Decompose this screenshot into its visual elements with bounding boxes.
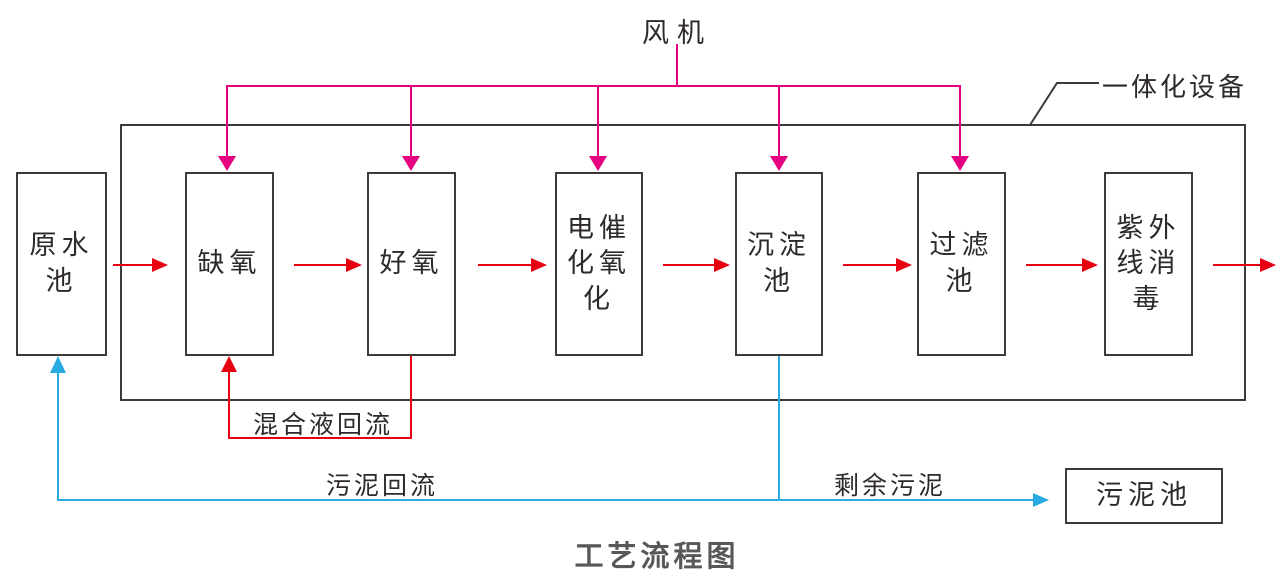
air-arrowhead [402,156,420,171]
excess-sludge-label: 剩余污泥 [833,472,946,500]
sludge-return-label: 污泥回流 [325,472,438,500]
mixed-liquor-return-line [221,356,412,439]
box-label: 好氧 [379,248,444,279]
flow-arrows [113,258,1276,272]
integrated-unit-outline [120,82,1246,401]
air-arrowhead [589,156,607,171]
flow-arrowhead [531,258,547,272]
air-arrowhead [951,156,969,171]
callout-line [1029,82,1099,126]
air-arrowhead [770,156,788,171]
flow-arrowhead [1260,258,1276,272]
fan-label: 风机 [642,18,712,48]
box-label: 污泥池 [1096,480,1192,511]
excess-sludge-arrowhead [1033,493,1049,507]
sludge-lines [50,356,1049,507]
process-box-raw-water-tank: 原水池 [16,172,107,356]
flow-arrowhead [346,258,362,272]
flow-arrowhead [896,258,912,272]
flow-arrowhead [714,258,730,272]
box-label: 缺氧 [197,248,262,279]
air-arrowhead [218,156,236,171]
process-box-sedimentation-tank: 沉淀池 [735,172,823,356]
flow-arrowhead [1082,258,1098,272]
return-arrowhead [221,356,237,372]
process-box-aerobic: 好氧 [367,172,456,356]
process-box-sludge-tank: 污泥池 [1065,468,1223,524]
box-label: 原水池 [29,230,94,296]
sludge-return-arrowhead [50,356,66,373]
diagram-title: 工艺流程图 [574,541,740,573]
box-label: 沉淀池 [747,230,811,296]
process-box-electrocatalytic-oxidation: 电催化氧化 [555,172,643,356]
box-label: 紫外线消毒 [1116,212,1181,314]
process-box-anoxic: 缺氧 [185,172,274,356]
box-label: 过滤池 [929,230,994,296]
integrated-equipment-label: 一体化设备 [1102,72,1248,102]
air-supply-lines [218,44,969,171]
process-box-filter-tank: 过滤池 [917,172,1006,356]
box-label: 电催化氧化 [567,212,631,314]
mixed-liquor-return-label: 混合液回流 [252,411,393,439]
process-box-uv-disinfection: 紫外线消毒 [1104,172,1193,356]
flow-arrowhead [152,258,168,272]
